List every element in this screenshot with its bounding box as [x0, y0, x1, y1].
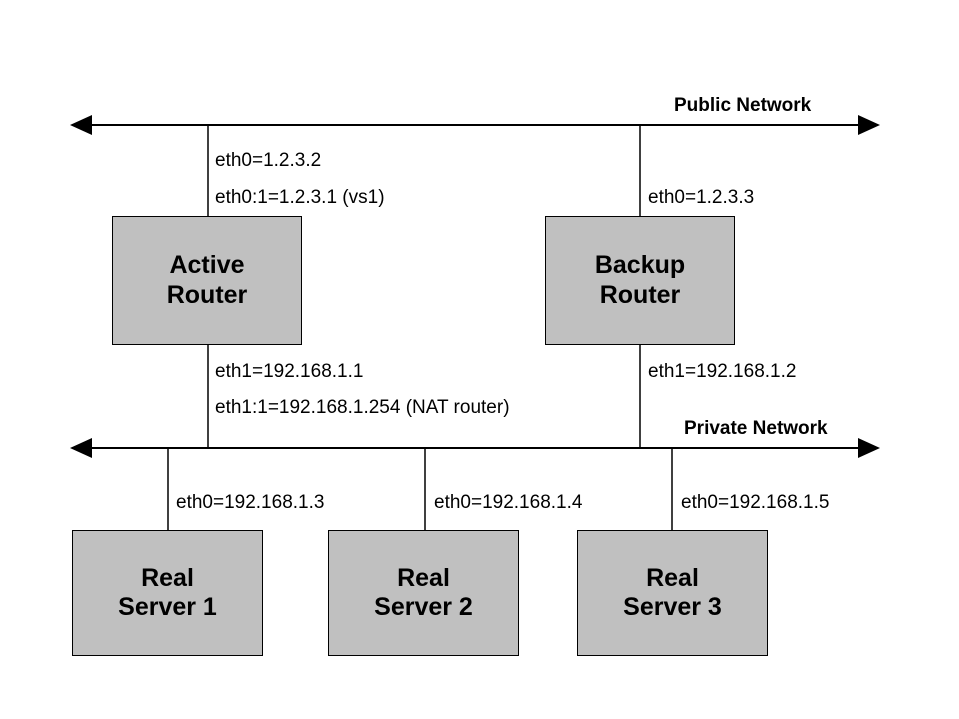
node-active-router-line2: Router	[166, 280, 248, 309]
node-backup-router[interactable]: Backup Router	[545, 216, 735, 345]
node-real-server-2[interactable]: Real Server 2	[328, 530, 519, 656]
node-real-server-1-line2: Server 1	[118, 593, 217, 621]
iface-active-router-eth0-alias: eth0:1=1.2.3.1 (vs1)	[215, 187, 385, 208]
iface-active-router-eth1-alias: eth1:1=192.168.1.254 (NAT router)	[215, 397, 510, 418]
private-network-bus	[70, 438, 880, 458]
iface-real-server-3-eth0: eth0=192.168.1.5	[681, 492, 830, 513]
public-bus-left-arrowhead	[70, 115, 92, 135]
public-network-bus	[70, 115, 880, 135]
iface-backup-router-eth0: eth0=1.2.3.3	[648, 187, 755, 208]
private-network-label: Private Network	[684, 418, 828, 439]
node-real-server-3-line1: Real	[646, 563, 699, 592]
iface-active-router-eth1: eth1=192.168.1.1	[215, 361, 364, 382]
node-real-server-3[interactable]: Real Server 3	[577, 530, 768, 656]
iface-real-server-1-eth0: eth0=192.168.1.3	[176, 492, 325, 513]
node-active-router-line1: Active	[169, 251, 245, 279]
node-backup-router-line2: Router	[599, 280, 681, 309]
private-bus-left-arrowhead	[70, 438, 92, 458]
node-real-server-2-line2: Server 2	[374, 593, 473, 621]
iface-active-router-eth0: eth0=1.2.3.2	[215, 150, 322, 171]
node-real-server-3-line2: Server 3	[623, 593, 722, 621]
public-network-label: Public Network	[674, 95, 812, 116]
node-real-server-1-line1: Real	[141, 563, 194, 592]
node-backup-router-line1: Backup	[594, 251, 686, 279]
node-real-server-2-line1: Real	[397, 563, 450, 592]
private-bus-right-arrowhead	[858, 438, 880, 458]
iface-real-server-2-eth0: eth0=192.168.1.4	[434, 492, 583, 513]
node-active-router[interactable]: Active Router	[112, 216, 302, 345]
node-real-server-1[interactable]: Real Server 1	[72, 530, 263, 656]
public-bus-right-arrowhead	[858, 115, 880, 135]
iface-backup-router-eth1: eth1=192.168.1.2	[648, 361, 797, 382]
